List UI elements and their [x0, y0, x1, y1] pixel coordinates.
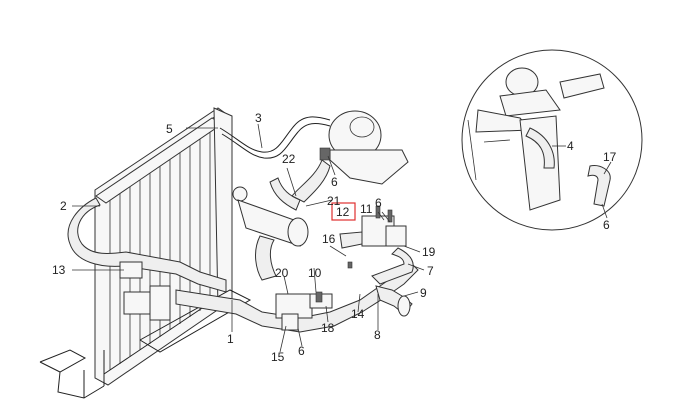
valve-block	[339, 205, 407, 249]
callout-17: 17	[603, 150, 617, 164]
callout-20: 20	[275, 266, 289, 280]
leader-lines	[72, 123, 612, 353]
callout-2: 2	[60, 199, 67, 213]
callout-6-reservoir: 6	[331, 175, 338, 189]
highlight-box	[331, 202, 356, 221]
expansion-tank	[319, 110, 409, 185]
callout-19: 19	[422, 245, 436, 259]
callout-3: 3	[255, 111, 262, 125]
reservoir-hose	[269, 159, 331, 211]
callout-22: 22	[282, 152, 296, 166]
upper-hose	[67, 197, 227, 293]
heater-hoses	[371, 247, 414, 317]
callout-7: 7	[427, 264, 434, 278]
callout-5: 5	[166, 122, 173, 136]
callout-4: 4	[567, 139, 574, 153]
callout-8: 8	[374, 328, 381, 342]
callout-6-valve: 6	[375, 196, 382, 210]
callout-9: 9	[420, 286, 427, 300]
radiator	[94, 107, 233, 386]
callout-16: 16	[322, 232, 336, 246]
callout-11: 11	[360, 202, 373, 216]
callout-18: 18	[321, 321, 335, 335]
callout-15: 15	[271, 350, 285, 364]
callout-10: 10	[308, 266, 322, 280]
intercooler-pipe	[232, 186, 309, 281]
callout-labels: 1 2 3 4 5 6 6 6 6 7 8 9 10 11 12 13 14 1…	[52, 111, 617, 364]
callout-6-pump: 6	[298, 344, 305, 358]
callout-12: 12	[336, 205, 350, 219]
detail-inset	[461, 49, 643, 231]
callout-6-inset: 6	[603, 218, 610, 232]
bypass-pipe-3	[219, 116, 331, 159]
mount-bracket-13	[119, 261, 171, 321]
callout-21: 21	[327, 194, 341, 208]
callout-1: 1	[227, 332, 234, 346]
callout-14: 14	[351, 307, 365, 321]
callout-13: 13	[52, 263, 66, 277]
